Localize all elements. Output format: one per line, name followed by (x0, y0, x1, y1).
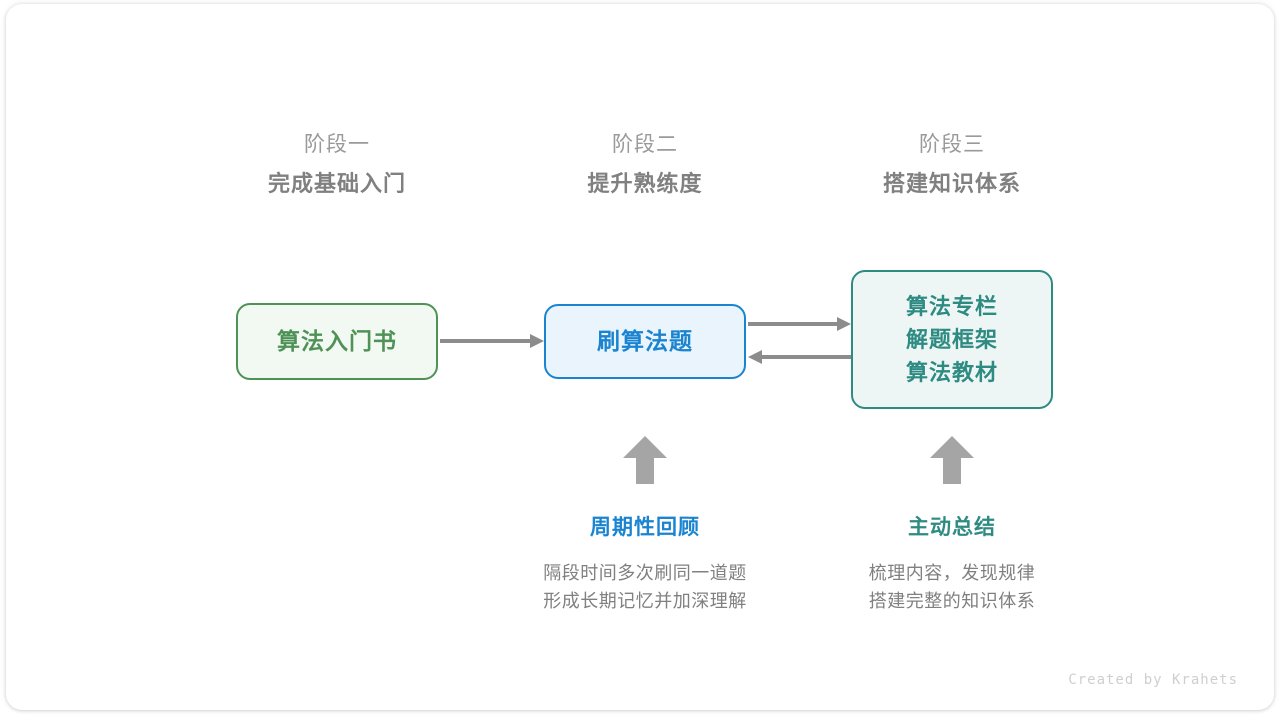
stage-2-title: 提升熟练度 (587, 171, 703, 196)
stage-3-title: 搭建知识体系 (882, 171, 1021, 196)
arrow-tip-up (623, 436, 667, 458)
arrow-book-to-practice (440, 333, 544, 349)
node-3-line-1: 算法专栏 (905, 294, 998, 319)
stage-header-3: 阶段三 搭建知识体系 (832, 134, 1072, 195)
node-2-line-1: 刷算法题 (597, 328, 693, 355)
arrow-head-left (748, 350, 762, 364)
arrow-practice-to-system (748, 316, 851, 332)
up-arrow-periodic-review (623, 436, 667, 484)
stage-1-title: 完成基础入门 (267, 171, 406, 196)
arrow-head-right (837, 317, 851, 331)
stage-3-subtitle: 阶段三 (919, 133, 985, 156)
stage-1-subtitle: 阶段一 (304, 133, 370, 156)
watermark-credit: Created by Krahets (1068, 672, 1238, 688)
annotation-active-summary: 主动总结 梳理内容，发现规律 搭建完整的知识体系 (812, 517, 1092, 616)
arrow-system-to-practice (748, 349, 851, 365)
annotation-1-desc-line-1: 隔段时间多次刷同一道题 (543, 563, 747, 583)
annotation-1-desc-line-2: 形成长期记忆并加深理解 (543, 590, 747, 611)
node-knowledge-system[interactable]: 算法专栏 解题框架 算法教材 (851, 270, 1053, 409)
arrow-shaft (759, 355, 851, 359)
annotation-2-description: 梳理内容，发现规律 搭建完整的知识体系 (812, 560, 1092, 616)
annotation-1-title: 周期性回顾 (590, 516, 700, 539)
arrow-tip-up (930, 436, 974, 458)
node-3-line-3: 算法教材 (905, 360, 998, 385)
annotation-periodic-review: 周期性回顾 隔段时间多次刷同一道题 形成长期记忆并加深理解 (505, 517, 785, 616)
annotation-2-desc-line-2: 搭建完整的知识体系 (868, 590, 1036, 611)
node-1-line-1: 算法入门书 (277, 328, 397, 355)
arrow-stem (943, 456, 961, 484)
arrow-head-right (530, 334, 544, 348)
annotation-1-description: 隔段时间多次刷同一道题 形成长期记忆并加深理解 (505, 560, 785, 616)
annotation-2-title: 主动总结 (908, 516, 996, 539)
node-practice-problems[interactable]: 刷算法题 (544, 304, 746, 379)
node-3-line-2: 解题框架 (905, 327, 998, 352)
arrow-shaft (440, 339, 533, 343)
stage-header-2: 阶段二 提升熟练度 (525, 134, 765, 195)
stage-header-1: 阶段一 完成基础入门 (217, 134, 457, 195)
arrow-shaft (748, 322, 840, 326)
arrow-stem (636, 456, 654, 484)
diagram-canvas: 阶段一 完成基础入门 阶段二 提升熟练度 阶段三 搭建知识体系 算法入门书 刷算… (6, 4, 1274, 710)
node-algorithm-intro-book[interactable]: 算法入门书 (236, 303, 438, 380)
annotation-2-desc-line-1: 梳理内容，发现规律 (868, 563, 1036, 583)
up-arrow-active-summary (930, 436, 974, 484)
stage-2-subtitle: 阶段二 (612, 133, 678, 156)
